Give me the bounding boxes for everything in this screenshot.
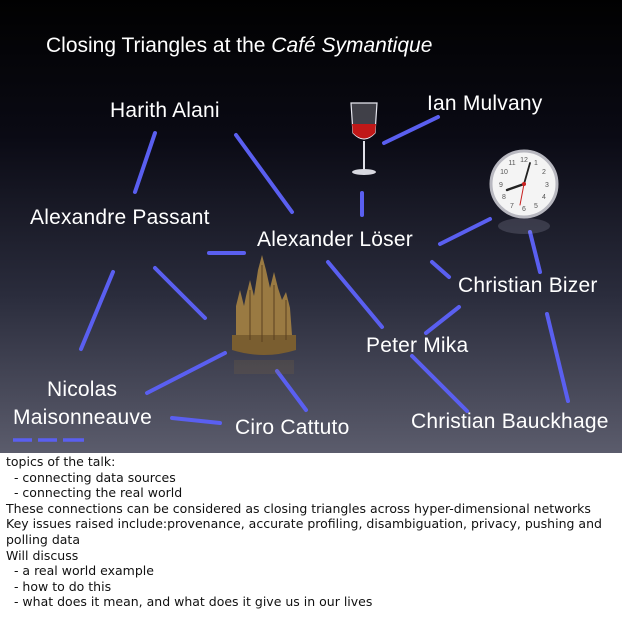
- notes-line: - what does it mean, and what does it gi…: [6, 594, 373, 610]
- edge: [153, 266, 207, 320]
- node-harith-alani: Harith Alani: [110, 99, 220, 122]
- svg-text:12: 12: [520, 157, 528, 164]
- svg-text:7: 7: [510, 203, 514, 210]
- svg-text:3: 3: [545, 182, 549, 189]
- edge: [424, 305, 461, 335]
- edge: [170, 416, 222, 425]
- slide-title: Closing Triangles at the Café Symantique: [46, 34, 432, 58]
- notes-line: These connections can be considered as c…: [6, 500, 591, 516]
- node-christian-bizer: Christian Bizer: [458, 274, 598, 297]
- edge: [79, 270, 115, 351]
- notes-line: Will discuss: [6, 547, 79, 563]
- edge: [326, 260, 384, 329]
- svg-text:2: 2: [542, 169, 546, 176]
- node-ciro-cattuto: Ciro Cattuto: [235, 416, 350, 439]
- svg-text:4: 4: [542, 194, 546, 201]
- edge: [438, 217, 492, 246]
- node-alexander-loser: Alexander Löser: [257, 228, 413, 251]
- node-peter-mika: Peter Mika: [366, 334, 469, 357]
- edge: [275, 369, 308, 412]
- svg-text:11: 11: [508, 160, 515, 167]
- edge: [410, 354, 469, 413]
- cathedral-icon: [232, 255, 296, 374]
- node-nicolas-line1: Nicolas: [47, 378, 118, 401]
- notes-line: Key issues raised include:provenance, ac…: [6, 516, 606, 547]
- node-christian-bauckhage: Christian Bauckhage: [411, 410, 609, 433]
- node-ian-mulvany: Ian Mulvany: [427, 92, 543, 115]
- speaker-notes: topics of the talk: - connecting data so…: [6, 454, 618, 610]
- edge: [430, 260, 451, 279]
- title-text: Closing Triangles at the: [46, 34, 272, 57]
- notes-line: topics of the talk:: [6, 454, 116, 469]
- edge: [528, 230, 542, 274]
- svg-text:6: 6: [522, 206, 526, 213]
- edge: [545, 312, 570, 403]
- notes-line: - connecting the real world: [6, 485, 183, 501]
- wine-glass-icon: [350, 102, 378, 175]
- edge: [382, 115, 440, 145]
- node-nicolas-line2: Maisonneauve: [13, 406, 152, 429]
- edge: [133, 131, 157, 194]
- svg-text:1: 1: [534, 160, 538, 167]
- svg-text:8: 8: [502, 194, 506, 201]
- edge: [145, 351, 227, 395]
- title-italic-text: Café Symantique: [271, 34, 433, 57]
- notes-line: - how to do this: [6, 578, 112, 594]
- svg-text:5: 5: [534, 203, 538, 210]
- node-alexandre-passant: Alexandre Passant: [30, 206, 210, 229]
- notes-line: - a real world example: [6, 563, 154, 579]
- edge: [234, 133, 294, 214]
- notes-line: - connecting data sources: [6, 469, 176, 485]
- svg-text:9: 9: [499, 182, 503, 189]
- svg-text:10: 10: [500, 169, 508, 176]
